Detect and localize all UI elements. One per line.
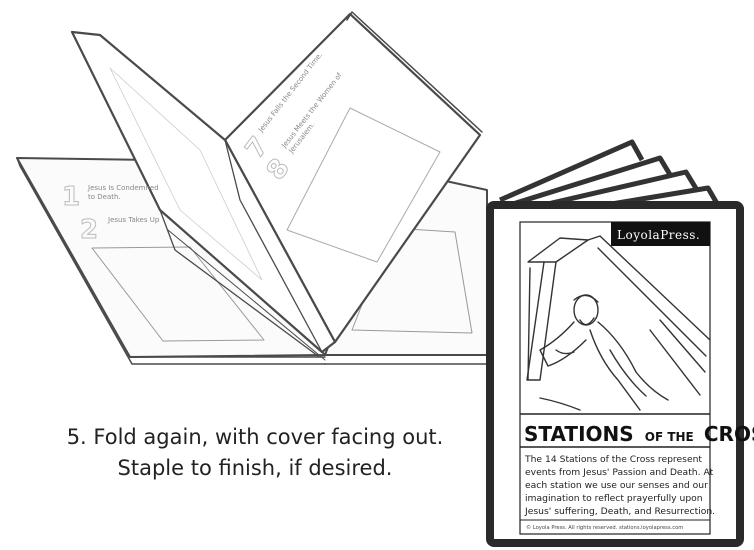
page-number-2: 2 — [80, 215, 98, 245]
caption-line-1: 5. Fold again, with cover facing out. — [30, 422, 480, 453]
caption-line-2: Staple to finish, if desired. — [30, 453, 480, 484]
left-page-text-2: to Death. — [88, 193, 121, 201]
left-page-text-3: Jesus Takes Up — [107, 216, 160, 224]
brand-logo: LoyolaPress. — [617, 228, 700, 242]
left-page-text-1: Jesus Is Condemned — [87, 184, 159, 192]
cover-body-line-2: events from Jesus' Passion and Death. At — [525, 467, 714, 478]
title-cross: CROSS — [704, 422, 754, 446]
page-number-1: 1 — [62, 182, 80, 212]
title-stations: STATIONS — [524, 422, 634, 446]
instruction-caption: 5. Fold again, with cover facing out. St… — [30, 422, 480, 484]
cover-body-line-3: each station we use our senses and our — [525, 480, 708, 491]
title-of-the: OF THE — [645, 430, 694, 444]
cover-body-line-5: Jesus' suffering, Death, and Resurrectio… — [524, 506, 715, 517]
cover-body-line-4: imagination to reflect prayerfully upon — [525, 493, 703, 504]
cover-footer: © Loyola Press. All rights reserved. sta… — [526, 524, 683, 531]
closed-booklet: LoyolaPress. STATIONS OF THE — [490, 142, 754, 543]
cover-body-line-1: The 14 Stations of the Cross represent — [524, 454, 702, 465]
